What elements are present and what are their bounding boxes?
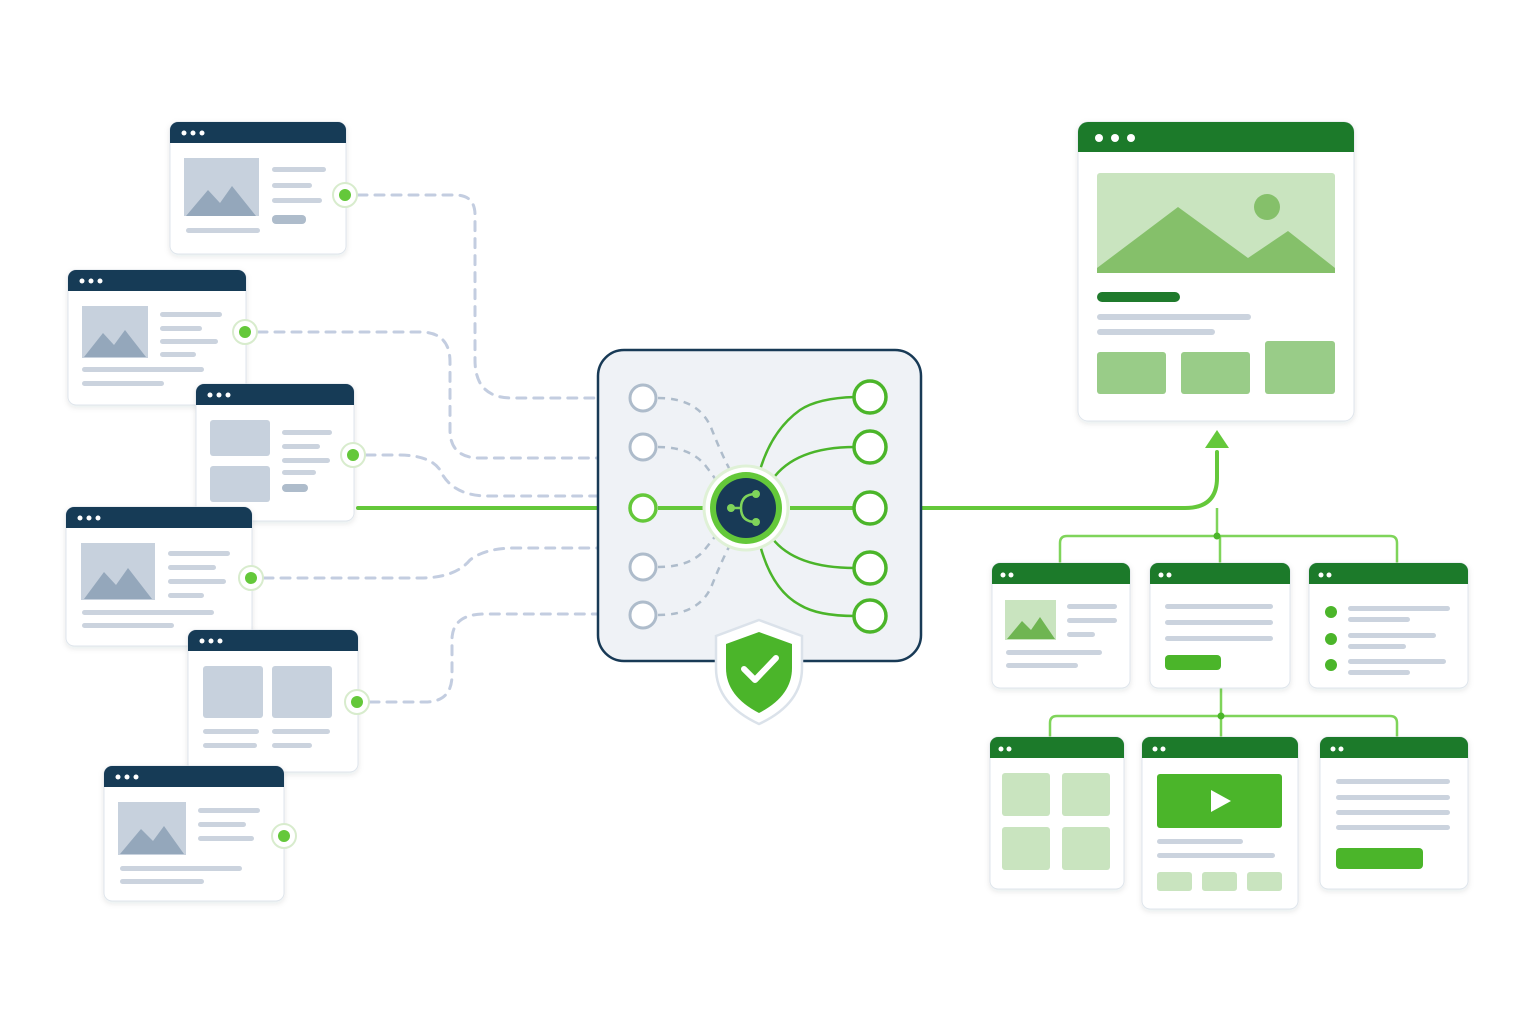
tile — [1247, 872, 1282, 891]
mountain-icon — [84, 568, 152, 599]
image-placeholder — [272, 666, 332, 718]
mountain-icon — [84, 330, 146, 357]
output-node — [852, 429, 888, 465]
output-node — [852, 490, 888, 526]
input-node — [628, 552, 658, 582]
active-flow-line — [356, 450, 1219, 510]
dashed-connectors — [256, 193, 600, 704]
tile — [1062, 773, 1110, 816]
tile — [1062, 827, 1110, 870]
image-placeholder — [210, 420, 270, 456]
play-icon — [1211, 790, 1231, 812]
branch-merge-icon — [702, 464, 790, 552]
input-node — [628, 600, 658, 630]
source-connector-dots — [232, 182, 370, 849]
connector-source-2 — [256, 330, 600, 460]
routing-hub — [596, 348, 923, 663]
child-page-bullet-list — [1308, 562, 1469, 689]
connector-source-3 — [364, 453, 600, 498]
bullet-icon — [1325, 606, 1337, 618]
shield-check-icon — [714, 618, 804, 726]
image-placeholder — [210, 466, 270, 502]
content-card — [1181, 352, 1250, 394]
tile — [1157, 872, 1192, 891]
connector-source-5 — [368, 612, 600, 704]
output-node — [852, 598, 888, 634]
output-node — [852, 550, 888, 586]
connector-source-1 — [356, 193, 600, 400]
input-node — [628, 432, 658, 462]
bullet-icon — [1325, 633, 1337, 645]
content-card — [1097, 352, 1166, 394]
hub-output-nodes — [852, 379, 888, 634]
mountain-icon — [1007, 617, 1055, 639]
hub-input-nodes — [628, 383, 658, 630]
bullet-icon — [1325, 659, 1337, 671]
child-page-image-text — [991, 562, 1131, 689]
mountain-icon — [186, 186, 256, 216]
tile — [1002, 827, 1050, 870]
sun-icon — [1254, 194, 1280, 220]
tile — [1202, 872, 1237, 891]
tile — [1002, 773, 1050, 816]
input-node-active — [628, 493, 658, 523]
image-placeholder — [203, 666, 263, 718]
cta-button — [1165, 655, 1221, 670]
mountain-icon — [1097, 207, 1335, 273]
output-node — [852, 379, 888, 415]
connector-source-4 — [262, 546, 600, 580]
mountain-icon — [120, 826, 184, 854]
content-card — [1265, 341, 1335, 394]
input-node — [628, 383, 658, 413]
cta-button — [1336, 848, 1423, 869]
arrow-up-icon — [1205, 430, 1229, 448]
